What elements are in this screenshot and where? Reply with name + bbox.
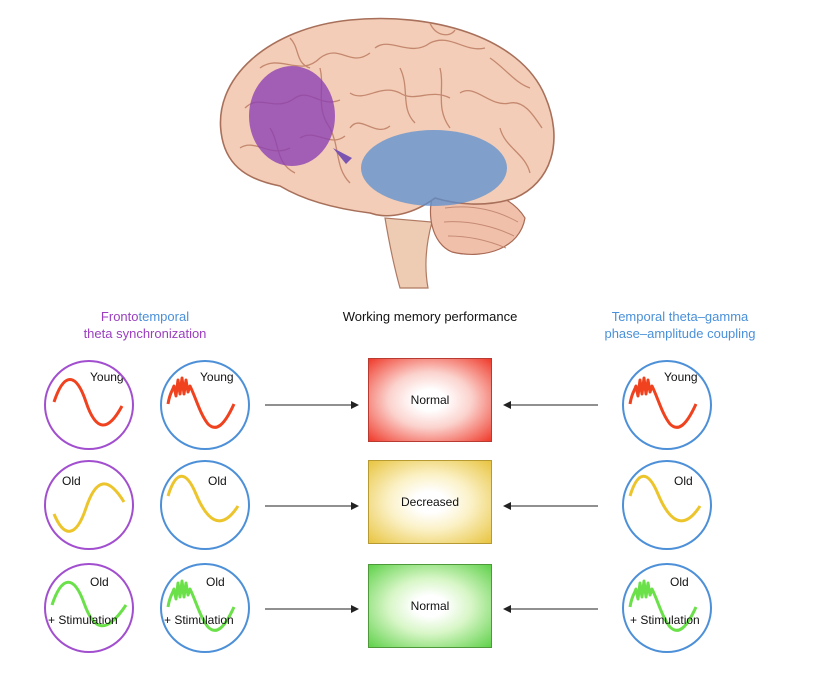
heading-temporal: temporal (138, 309, 190, 324)
heading-right-line1: Temporal theta–gamma (611, 309, 749, 324)
temporal-region (361, 130, 507, 206)
brain-illustration (200, 8, 570, 293)
right-circle-stim: Old + Stimulation (622, 563, 712, 653)
coupling-label-old: Old (208, 474, 227, 488)
outcome-box-stim: Normal (368, 564, 492, 648)
frontotemporal-heading: Frontotemporal theta synchronization (60, 308, 230, 342)
right-label-old: Old (674, 474, 693, 488)
coupling-label-young: Young (200, 370, 234, 384)
heading-theta-sync: theta synchronization (83, 326, 207, 341)
theta-circle-young: Young (44, 360, 134, 450)
heading-fronto: Fronto (100, 309, 139, 324)
connection-arrow (333, 148, 352, 164)
theta-label-young: Young (90, 370, 124, 384)
theta-sublabel-stim: + Stimulation (48, 613, 118, 627)
right-label-stim: Old (670, 575, 689, 589)
theta-circle-stim: Old + Stimulation (44, 563, 134, 653)
coupling-circle-old: Old (160, 460, 250, 550)
right-label-young: Young (664, 370, 698, 384)
coupling-wave-young (166, 376, 236, 429)
working-memory-heading: Working memory performance (342, 309, 518, 324)
theta-label-stim: Old (90, 575, 109, 589)
right-wave-young (628, 376, 698, 429)
coupling-sublabel-stim: + Stimulation (164, 613, 234, 627)
coupling-label-stim: Old (206, 575, 225, 589)
outcome-box-young: Normal (368, 358, 492, 442)
right-wave-old (628, 474, 702, 523)
right-sublabel-stim: + Stimulation (630, 613, 700, 627)
coupling-circle-stim: Old + Stimulation (160, 563, 250, 653)
theta-wave-young (52, 378, 124, 427)
theta-label-old: Old (62, 474, 81, 488)
coupling-wave-stim (166, 579, 236, 632)
coupling-circle-young: Young (160, 360, 250, 450)
frontal-region (249, 66, 335, 166)
right-circle-young: Young (622, 360, 712, 450)
heading-right-line2: phase–amplitude coupling (604, 326, 756, 341)
coupling-wave-old (166, 474, 240, 523)
theta-wave-old (52, 482, 126, 533)
outcome-box-old: Decreased (368, 460, 492, 544)
theta-circle-old: Old (44, 460, 134, 550)
right-circle-old: Old (622, 460, 712, 550)
brainstem (384, 217, 433, 289)
right-wave-stim (628, 579, 698, 632)
phase-amplitude-heading: Temporal theta–gamma phase–amplitude cou… (575, 308, 785, 342)
theta-wave-stim (50, 580, 128, 628)
